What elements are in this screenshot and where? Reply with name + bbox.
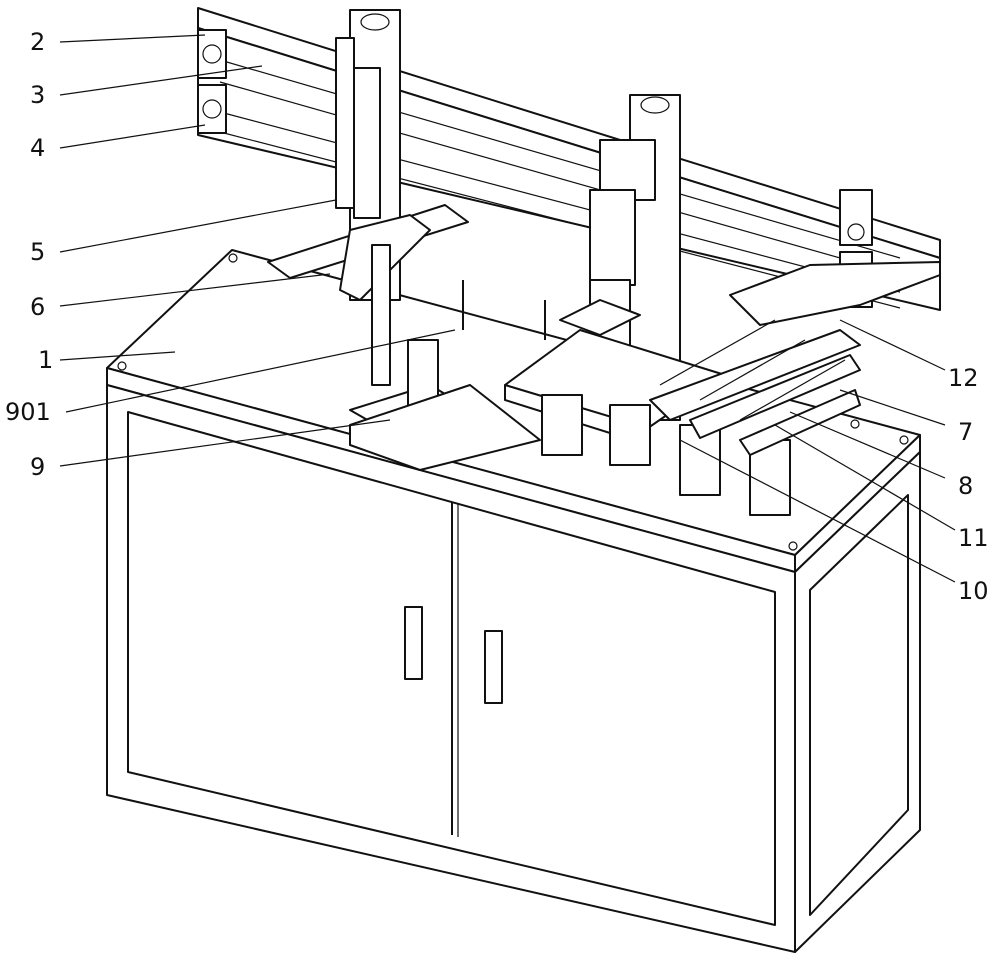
label-1: 1	[38, 346, 54, 374]
label-4: 4	[30, 134, 46, 162]
label-12: 12	[948, 364, 979, 392]
label-8: 8	[958, 472, 974, 500]
label-7: 7	[958, 418, 974, 446]
label-5: 5	[30, 238, 46, 266]
door-handle-left	[404, 606, 423, 680]
label-901: 901	[5, 398, 51, 426]
label-10: 10	[958, 577, 989, 605]
conveyor	[649, 261, 941, 456]
carriage-right	[559, 139, 656, 336]
label-3: 3	[30, 81, 46, 109]
label-11: 11	[958, 524, 989, 552]
label-6: 6	[30, 293, 46, 321]
leader-lines	[59, 34, 956, 583]
label-2: 2	[30, 28, 46, 56]
label-9: 9	[30, 453, 46, 481]
door-handle-right	[484, 630, 503, 704]
